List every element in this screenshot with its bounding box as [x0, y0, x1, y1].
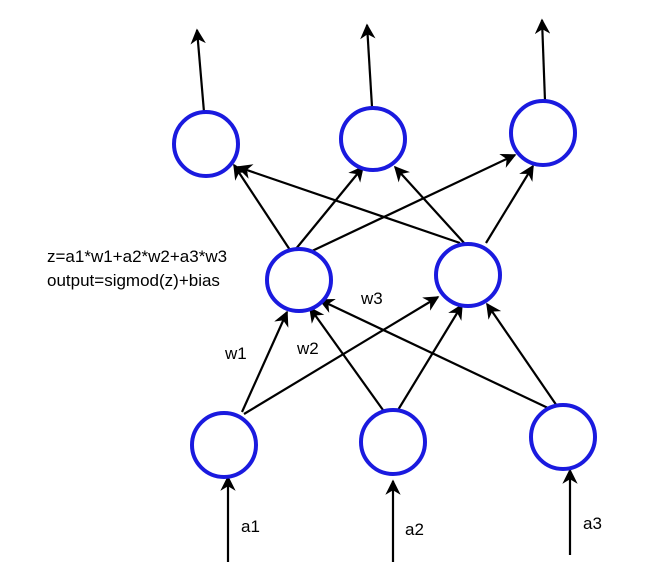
output-node-3: [509, 99, 577, 167]
weight-label-w1: w1: [224, 344, 247, 363]
edge-h2-o3: [485, 164, 534, 244]
edge-in1-h2: [243, 296, 440, 415]
hidden-node-1: [265, 247, 333, 313]
input-node-2: [359, 408, 427, 476]
output-node-1: [172, 110, 240, 178]
input-node-3: [529, 403, 597, 471]
edge-h1-o1: [233, 163, 291, 251]
edge-in2-h2: [397, 303, 463, 411]
hidden-node-2: [434, 242, 502, 308]
formula-line-2: output=sigmod(z)+bias: [47, 271, 220, 290]
edge-h2-o1: [236, 164, 461, 245]
input-label-a2: a2: [405, 520, 424, 539]
edge-in3-h1: [318, 298, 549, 409]
output-arrow-3: [534, 18, 551, 102]
edge-h1-o2: [294, 165, 364, 251]
input-label-a1: a1: [241, 517, 260, 536]
weight-label-w3: w3: [360, 289, 383, 308]
formula-line-1: z=a1*w1+a2*w2+a3*w3: [47, 247, 227, 266]
input-label-a3: a3: [583, 514, 602, 533]
weight-label-w2: w2: [296, 339, 319, 358]
edge-in1-h1: [240, 310, 289, 413]
edge-h2-o2: [393, 165, 466, 245]
output-node-2: [339, 106, 407, 172]
edge-h1-o3: [311, 153, 517, 252]
edge-in2-h1: [309, 306, 384, 411]
output-arrow-1: [190, 28, 206, 113]
edge-in3-h2: [486, 302, 558, 407]
input-node-1: [190, 411, 258, 479]
output-arrow-2: [360, 23, 376, 108]
